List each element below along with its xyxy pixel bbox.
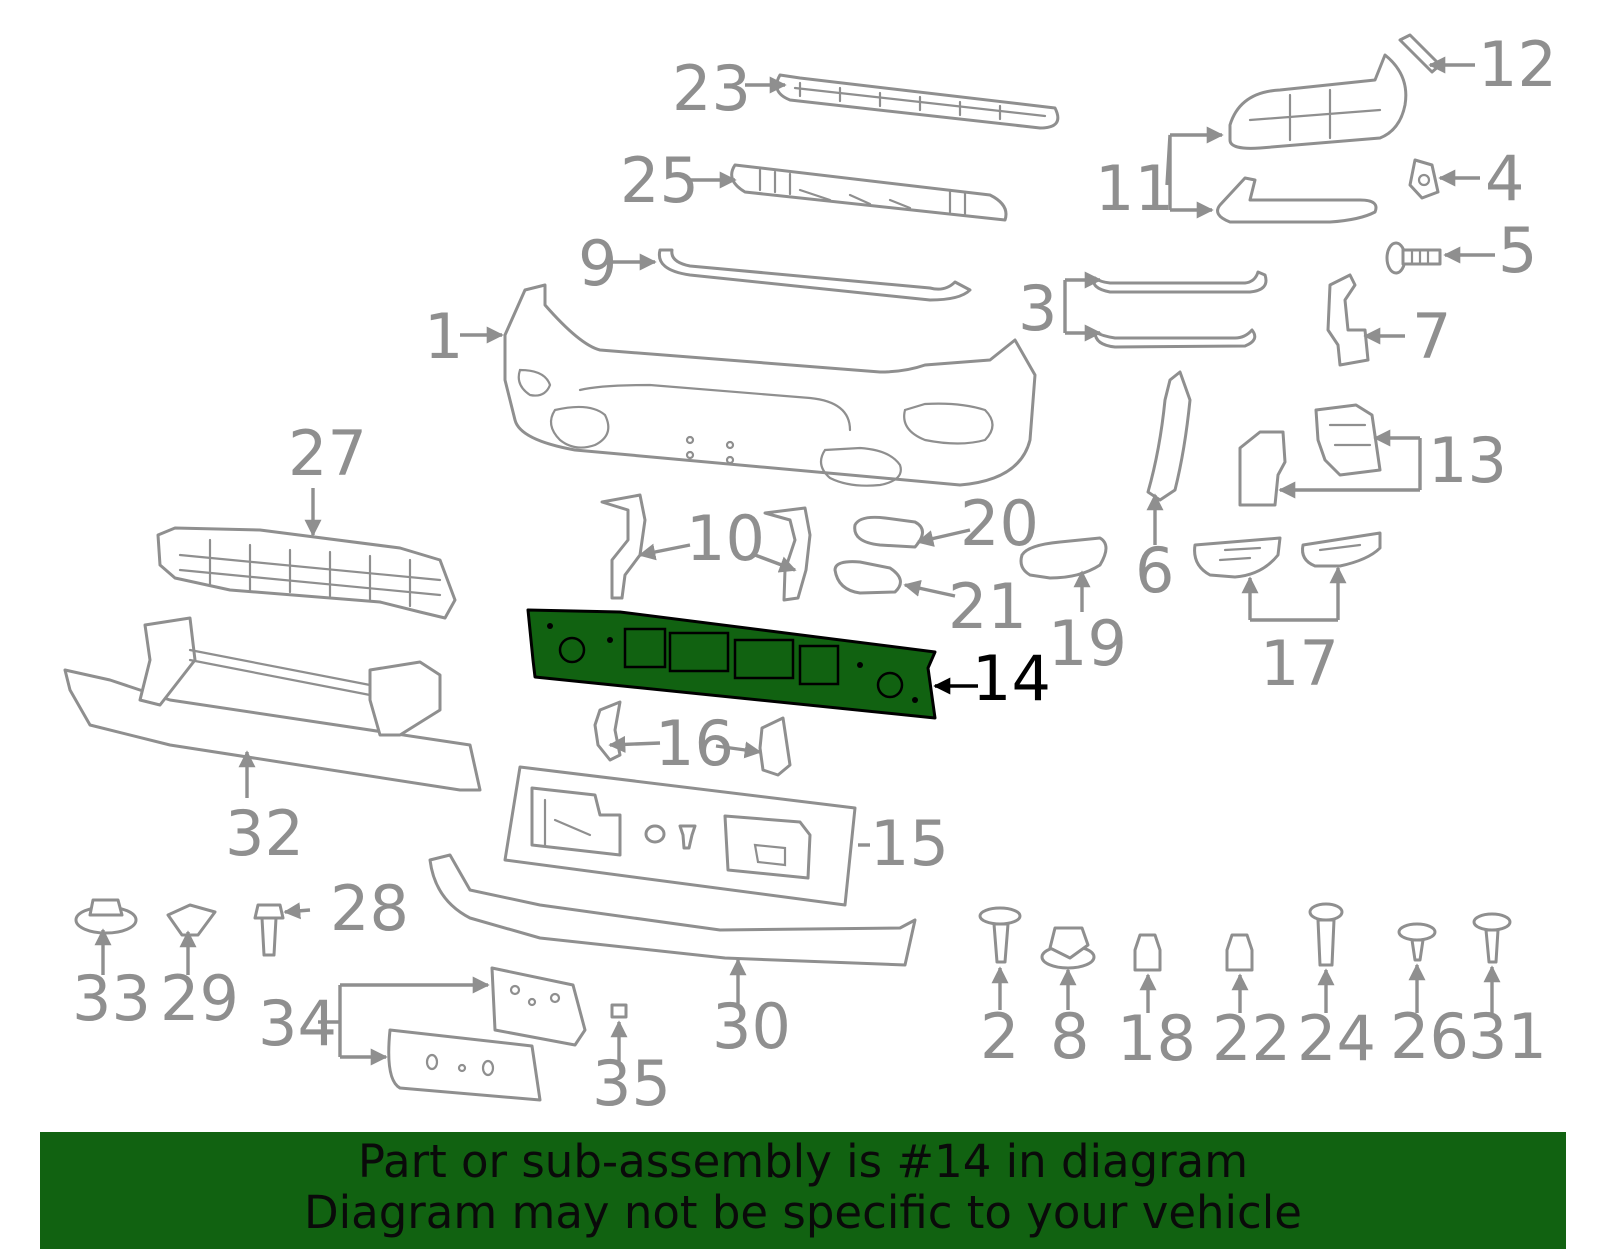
footer-line-2: Diagram may not be specific to your vehi… — [304, 1186, 1302, 1239]
label-34: 34 — [258, 987, 337, 1060]
label-29: 29 — [160, 962, 239, 1035]
label-10: 10 — [686, 502, 765, 575]
part-32-bumper-beam — [63, 616, 482, 792]
label-32: 32 — [225, 797, 304, 870]
part-9-upper-trim — [657, 248, 972, 302]
label-1: 1 — [424, 300, 463, 373]
part-17-cover-pair — [1193, 531, 1382, 579]
label-19: 19 — [1048, 607, 1127, 680]
label-2: 2 — [980, 1000, 1019, 1073]
label-20: 20 — [960, 487, 1039, 560]
part-21-bezel — [833, 560, 902, 595]
label-21: 21 — [948, 570, 1027, 643]
label-7: 7 — [1412, 300, 1451, 373]
part-6-strip — [1146, 370, 1192, 502]
label-30: 30 — [712, 990, 791, 1063]
label-35: 35 — [592, 1047, 671, 1120]
part-7-bracket — [1326, 273, 1370, 367]
label-4: 4 — [1485, 142, 1524, 215]
part-30-lower-valance — [428, 853, 917, 967]
label-13: 13 — [1428, 424, 1507, 497]
part-18-clip — [1133, 933, 1162, 972]
callout-numbers: 23 25 9 1 12 11 4 5 3 7 13 6 20 10 27 21… — [72, 28, 1557, 1120]
label-9: 9 — [578, 227, 617, 300]
label-26: 26 — [1390, 1000, 1469, 1073]
part-23-grille-strip — [775, 73, 1060, 130]
part-25-lower-grille — [730, 163, 1008, 222]
label-24: 24 — [1297, 1002, 1376, 1075]
part-31-push-pin — [1472, 912, 1512, 964]
part-14-crossmember — [526, 608, 937, 720]
label-28: 28 — [330, 872, 409, 945]
label-27: 27 — [288, 417, 367, 490]
part-5-bolt — [1385, 241, 1442, 275]
label-31: 31 — [1468, 1000, 1547, 1073]
part-28-bolt — [253, 903, 285, 957]
part-27-grille-assembly — [156, 526, 457, 620]
label-33: 33 — [72, 962, 151, 1035]
part-24-bolt — [1308, 902, 1344, 967]
footer-banner: Part or sub-assembly is #14 in diagram D… — [40, 1132, 1566, 1249]
label-25: 25 — [620, 144, 699, 217]
label-18: 18 — [1117, 1002, 1196, 1075]
label-23: 23 — [672, 52, 751, 125]
part-10-bracket-pair — [600, 493, 812, 602]
part-15-kit-box — [503, 765, 857, 907]
footer-line-1: Part or sub-assembly is #14 in diagram — [357, 1135, 1249, 1188]
part-11-bezel-pair — [1216, 53, 1408, 224]
part-3-trim-pair — [1092, 270, 1268, 349]
part-26-push-pin — [1397, 922, 1437, 962]
leader-lines — [94, 56, 1501, 1066]
label-5: 5 — [1498, 214, 1537, 287]
part-22-clip — [1225, 933, 1254, 972]
part-20-bezel — [853, 515, 924, 549]
label-22: 22 — [1212, 1002, 1291, 1075]
part-19-cover — [1019, 536, 1108, 580]
part-2-push-pin — [978, 906, 1022, 964]
part-8-flange-nut — [1040, 926, 1096, 970]
label-3: 3 — [1018, 272, 1057, 345]
label-14: 14 — [972, 642, 1051, 715]
label-15: 15 — [870, 807, 949, 880]
part-4-nut — [1408, 158, 1440, 200]
part-34-license-bracket-pair — [387, 966, 587, 1102]
label-6: 6 — [1135, 534, 1174, 607]
part-1-bumper-fascia — [503, 283, 1037, 487]
label-8: 8 — [1050, 1000, 1089, 1073]
label-17: 17 — [1260, 627, 1339, 700]
label-11: 11 — [1095, 152, 1174, 225]
label-16: 16 — [655, 707, 734, 780]
part-33-nut — [74, 898, 138, 935]
label-12: 12 — [1478, 28, 1557, 101]
part-13-bracket-pair — [1238, 403, 1382, 507]
part-29-clip — [166, 903, 217, 937]
part-35-clip — [610, 1003, 628, 1019]
